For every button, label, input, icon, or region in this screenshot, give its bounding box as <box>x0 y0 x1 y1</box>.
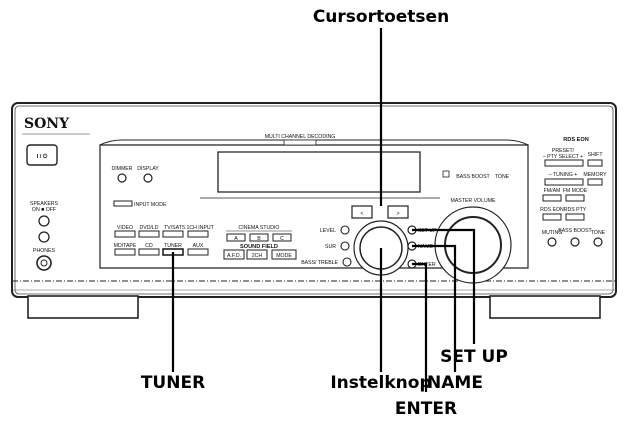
bass-treble-button[interactable] <box>342 257 352 267</box>
sf-button-2ch[interactable] <box>246 249 268 260</box>
multi-channel-label: MULTI CHANNEL DECODING <box>265 134 336 140</box>
cursor-left-glyph: < <box>360 211 363 217</box>
rds-pty-button[interactable] <box>565 213 585 221</box>
muting-label: MUTING <box>542 230 562 236</box>
right-foot <box>489 295 601 319</box>
rds-pty-label: RDS PTY <box>564 207 587 213</box>
input-label-mdtape: MD/TAPE <box>114 243 137 249</box>
muting-button[interactable] <box>547 237 557 247</box>
cinema-label-a: A <box>234 236 238 242</box>
inner-panel <box>99 144 529 269</box>
tuning-rocker[interactable] <box>544 178 584 186</box>
input-button-cd[interactable] <box>138 248 160 256</box>
sf-button-mode[interactable] <box>271 249 297 260</box>
rds-eon-button[interactable] <box>542 213 562 221</box>
level-button[interactable] <box>340 225 350 235</box>
input-label-tvsat: TV/SAT <box>164 225 183 231</box>
speakers-on-off-label: ON ■ OFF <box>32 207 56 213</box>
fm-am-button[interactable] <box>542 194 562 202</box>
rds-logo: RDS EON <box>563 137 589 143</box>
sur-button[interactable] <box>340 241 350 251</box>
bass-boost-button-label: BASS BOOST <box>558 228 592 234</box>
name-leader <box>412 244 457 372</box>
input-button-video[interactable] <box>114 230 136 238</box>
brand-logo: SONY <box>24 116 70 132</box>
speakers-label: SPEAKERS <box>30 201 59 207</box>
dimmer-label: DIMMER <box>111 166 132 172</box>
cinema-label-c: C <box>280 236 284 242</box>
input-label-51ch: 5.1CH INPUT <box>182 225 215 231</box>
callout-tuner: TUNER <box>141 373 205 393</box>
memory-label: MEMORY <box>583 172 607 178</box>
input-label-video: VIDEO <box>117 225 133 231</box>
input-button-mdtape[interactable] <box>114 248 136 256</box>
bass-treble-label: BASS/ TREBLE <box>301 260 338 266</box>
sf-label-afd: A.F.D. <box>227 253 241 259</box>
dimmer-button[interactable] <box>117 173 127 183</box>
fm-mode-button[interactable] <box>565 194 585 202</box>
rds-eon-label: RDS EON <box>540 207 564 213</box>
cinema-studio-label: CINEMA STUDIO <box>239 225 280 231</box>
tone-button-label: TONE <box>591 230 606 236</box>
input-button-tvsat[interactable] <box>162 230 184 238</box>
preset-rocker[interactable] <box>544 159 584 167</box>
enter-leader <box>412 262 428 392</box>
input-mode-button[interactable] <box>113 200 133 207</box>
sf-label-mode: MODE <box>276 253 292 259</box>
input-label-cd: CD <box>145 243 153 249</box>
callout-setup: SET UP <box>440 347 508 367</box>
input-button-51ch[interactable] <box>187 230 209 238</box>
tone-button[interactable] <box>593 237 603 247</box>
sur-label: SUR <box>325 244 336 250</box>
sf-button-afd[interactable] <box>223 249 245 260</box>
display-button[interactable] <box>143 173 153 183</box>
speakers-button-a[interactable] <box>38 215 50 227</box>
phones-label: PHONES <box>33 248 55 254</box>
cinema-button-c[interactable] <box>272 233 292 242</box>
input-button-aux[interactable] <box>187 248 209 256</box>
bass-boost-indicator-label: BASS BOOST <box>456 174 490 180</box>
tone-indicator-label: TONE <box>495 174 510 180</box>
power-symbol: I / ⏻ <box>37 153 48 160</box>
display-window <box>217 151 421 193</box>
sound-field-label: SOUND FIELD <box>240 244 278 250</box>
callout-name: NAME <box>427 373 483 393</box>
multi-channel-indicator <box>283 139 317 146</box>
d-indicator <box>442 170 450 178</box>
level-label: LEVEL <box>320 228 336 234</box>
input-label-aux: AUX <box>193 243 204 249</box>
shift-button[interactable] <box>587 159 603 167</box>
fm-am-label: FM/AM <box>544 188 561 194</box>
tuning-label: – TUNING + <box>549 172 578 178</box>
callout-cursor-keys: Cursortoetsen <box>313 7 449 27</box>
input-label-dvd: DVD/LD <box>139 225 158 231</box>
front-panel-frame <box>14 105 614 295</box>
speakers-button-b[interactable] <box>38 231 50 243</box>
fm-mode-label: FM MODE <box>563 188 588 194</box>
cursor-right-glyph: > <box>396 211 399 217</box>
input-label-tuner: TUNER <box>164 243 182 249</box>
setup-leader <box>412 228 476 344</box>
callout-dial: Instelknop <box>330 373 431 393</box>
pty-select-label: – PTY SELECT + <box>543 154 583 160</box>
cinema-label-b: B <box>257 236 261 242</box>
master-volume-label: MASTER VOLUME <box>451 198 497 204</box>
preset-label: PRESET/ <box>552 148 575 154</box>
shift-label: SHIFT <box>588 152 604 158</box>
memory-button[interactable] <box>587 178 603 186</box>
cursor-button-right[interactable] <box>387 205 409 219</box>
cinema-button-b[interactable] <box>249 233 269 242</box>
phones-jack-inner <box>40 259 48 267</box>
cursor-button-left[interactable] <box>351 205 373 219</box>
sf-label-2ch: 2CH <box>252 253 263 259</box>
power-button[interactable] <box>26 144 58 166</box>
left-foot <box>27 295 139 319</box>
cinema-button-a[interactable] <box>226 233 246 242</box>
bass-boost-button[interactable] <box>570 237 580 247</box>
input-mode-label: INPUT MODE <box>134 202 167 208</box>
display-label: DISPLAY <box>137 166 159 172</box>
input-button-dvd[interactable] <box>138 230 160 238</box>
callout-enter: ENTER <box>395 399 457 419</box>
